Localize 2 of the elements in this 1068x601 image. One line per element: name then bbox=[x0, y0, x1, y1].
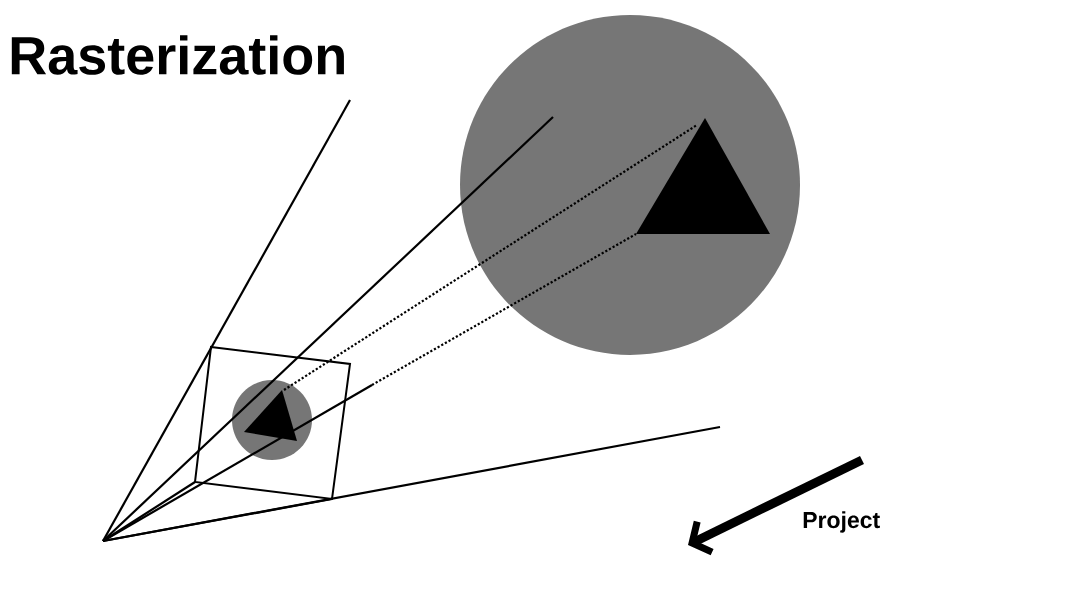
title: Rasterization bbox=[11, 35, 344, 75]
arrow-label: Project bbox=[803, 511, 880, 533]
